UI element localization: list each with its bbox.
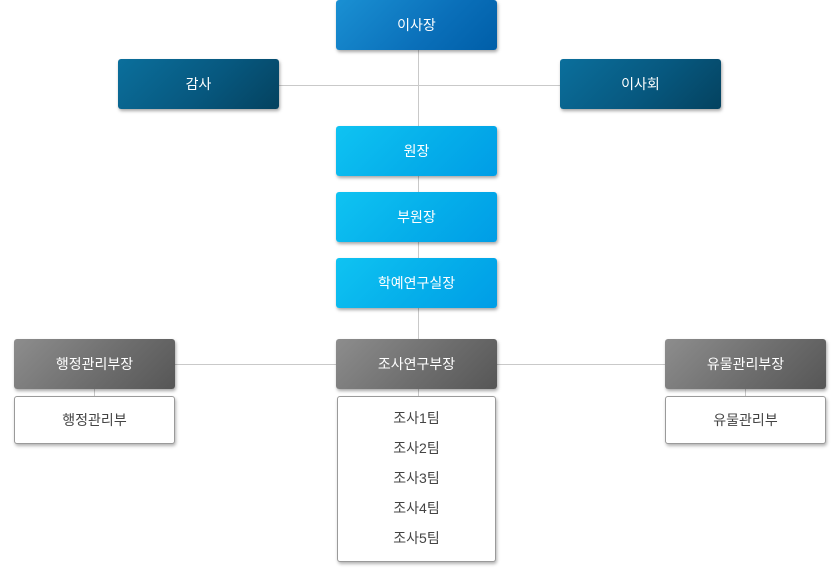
auditor-label: 감사: [185, 76, 212, 92]
research-head-label: 조사연구부장: [377, 356, 456, 372]
curator-head-label: 학예연구실장: [377, 275, 456, 291]
vice-director-label: 부원장: [397, 209, 436, 225]
research-units-box: 조사1팀 조사2팀 조사3팀 조사4팀 조사5팀: [337, 396, 496, 562]
admin-unit-connector: [94, 389, 95, 396]
chairman-box[interactable]: 이사장: [336, 0, 497, 50]
vice-director-box[interactable]: 부원장: [336, 192, 497, 242]
research-team-5[interactable]: 조사5팀: [393, 530, 440, 546]
research-team-2[interactable]: 조사2팀: [393, 440, 440, 456]
research-team-4[interactable]: 조사4팀: [393, 500, 440, 516]
board-box[interactable]: 이사회: [560, 59, 721, 109]
board-label: 이사회: [621, 76, 660, 92]
admin-unit-label: 행정관리부: [62, 412, 127, 428]
admin-head-box[interactable]: 행정관리부장: [14, 339, 175, 389]
research-head-box[interactable]: 조사연구부장: [336, 339, 497, 389]
relics-unit-box[interactable]: 유물관리부: [665, 396, 826, 444]
auditor-box[interactable]: 감사: [118, 59, 279, 109]
relics-unit-connector: [745, 389, 746, 396]
director-label: 원장: [403, 143, 430, 159]
chairman-label: 이사장: [397, 17, 436, 33]
relics-unit-label: 유물관리부: [713, 412, 778, 428]
research-unit-connector: [418, 389, 419, 396]
research-team-1[interactable]: 조사1팀: [393, 410, 440, 426]
curator-head-box[interactable]: 학예연구실장: [336, 258, 497, 308]
audit-board-connector: [279, 85, 560, 86]
admin-unit-box[interactable]: 행정관리부: [14, 396, 175, 444]
relics-head-box[interactable]: 유물관리부장: [665, 339, 826, 389]
relics-head-label: 유물관리부장: [706, 356, 785, 372]
director-box[interactable]: 원장: [336, 126, 497, 176]
admin-head-label: 행정관리부장: [55, 356, 134, 372]
research-team-3[interactable]: 조사3팀: [393, 470, 440, 486]
